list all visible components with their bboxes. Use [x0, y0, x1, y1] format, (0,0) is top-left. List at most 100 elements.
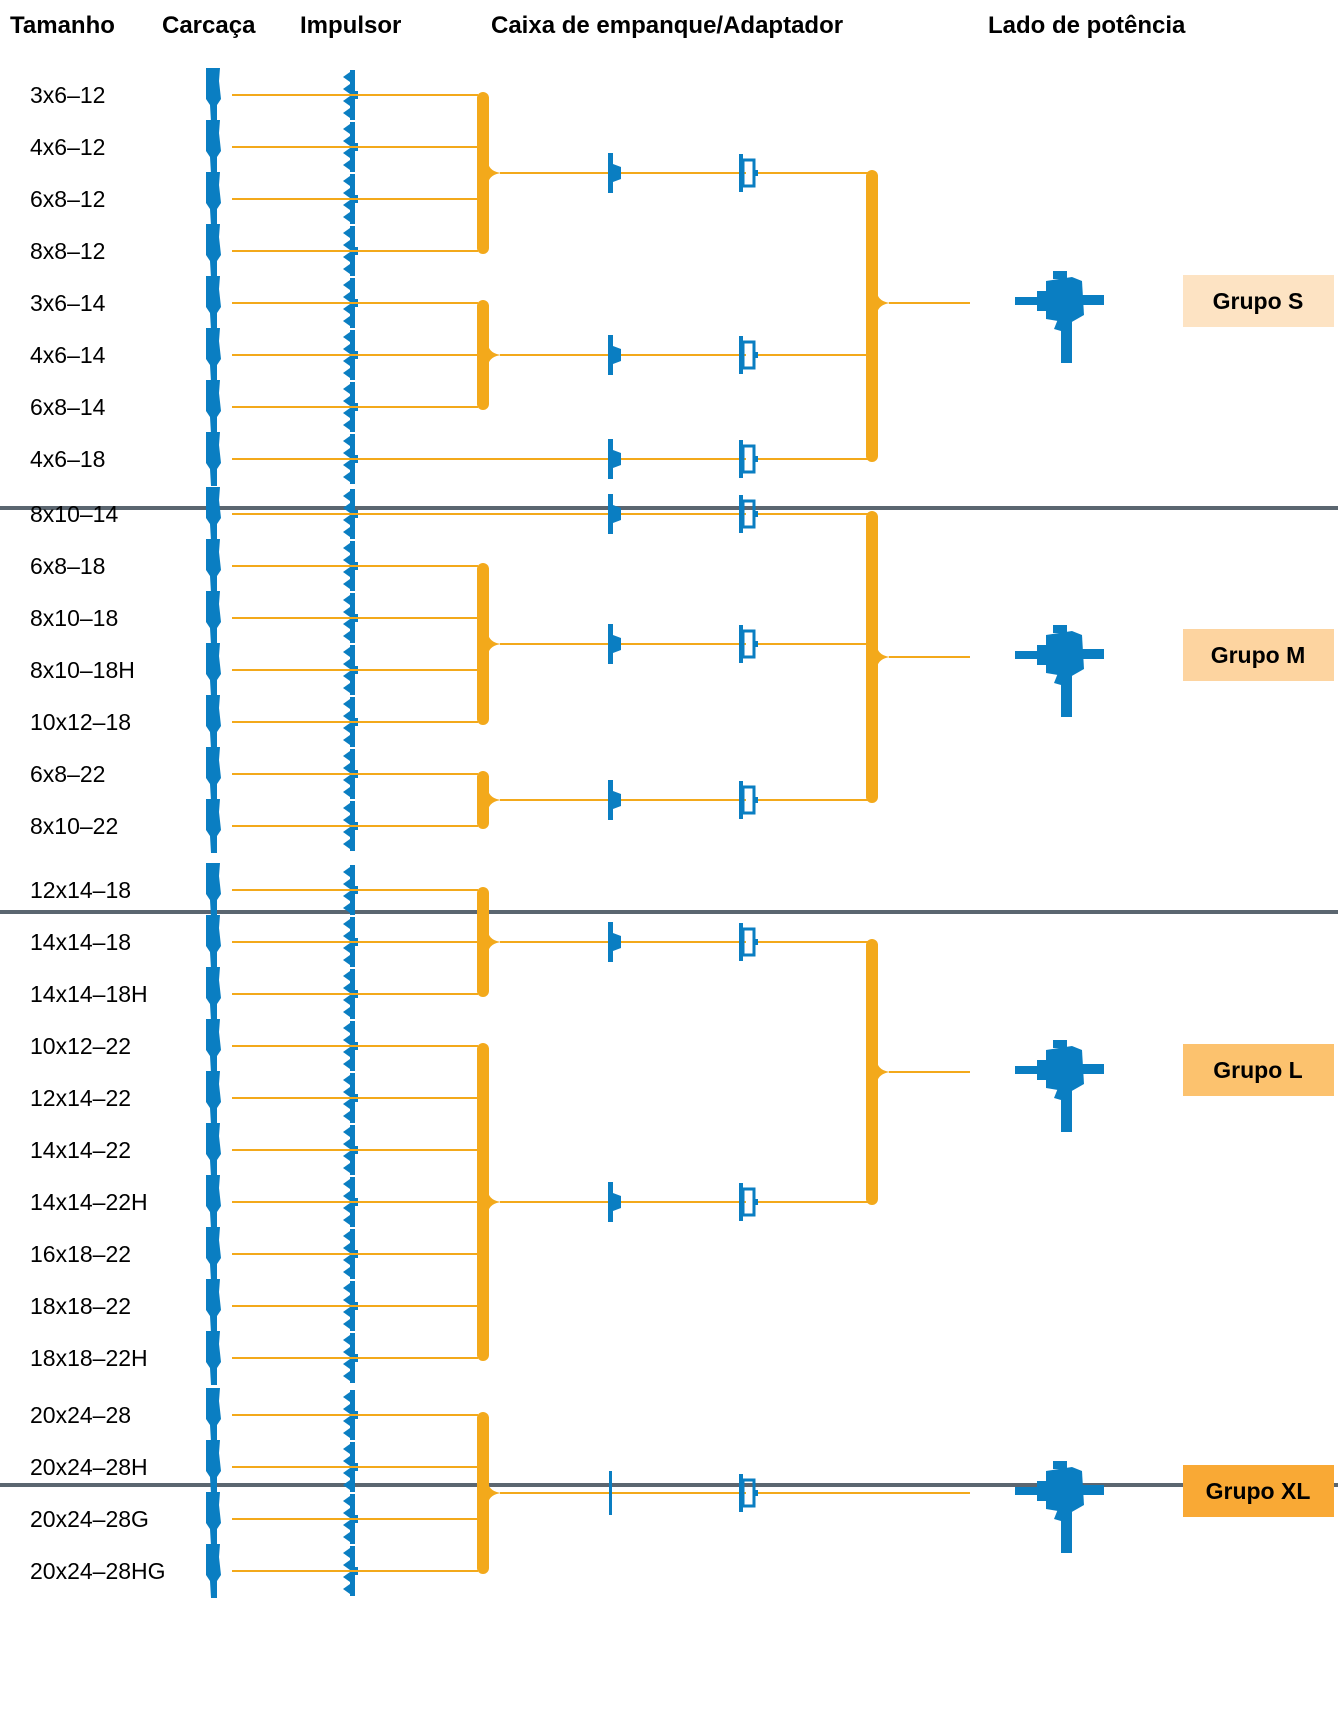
size-label: 6x8–12	[30, 186, 105, 212]
connector-bus	[866, 170, 878, 462]
connector-junction	[488, 1192, 502, 1212]
group-grupo-m: 8x10–14 6x8–18 8x10–18 8x10–18H 10x12–18 6x8–…	[30, 487, 1334, 853]
size-label: 18x18–22H	[30, 1345, 148, 1371]
group-label-box	[1183, 275, 1334, 327]
size-label: 8x10–18	[30, 605, 118, 631]
size-label: 8x10–18H	[30, 657, 135, 683]
connector-bus	[477, 1412, 489, 1574]
connector-junction	[488, 1483, 502, 1503]
connector-bus	[477, 92, 489, 254]
connector-junction	[877, 1062, 891, 1082]
casing-icon	[206, 1175, 221, 1229]
casing-icon	[206, 695, 221, 749]
size-label: 4x6–14	[30, 342, 106, 368]
size-label: 20x24–28HG	[30, 1558, 166, 1584]
size-label: 4x6–18	[30, 446, 105, 472]
casing-icon	[206, 1279, 221, 1333]
casing-icon	[206, 120, 221, 174]
connector-junction	[488, 634, 502, 654]
size-label: 4x6–12	[30, 134, 105, 160]
size-label: 14x14–18	[30, 929, 131, 955]
stuffing-box-icon	[608, 439, 621, 479]
group-divider	[0, 910, 1338, 914]
size-label: 14x14–18H	[30, 981, 148, 1007]
adapter-icon	[739, 495, 758, 533]
header-stuffing-box-adapter: Caixa de empanque/Adaptador	[491, 12, 843, 39]
casing-icon	[206, 328, 221, 382]
casing-icon	[206, 643, 221, 697]
size-label: 20x24–28H	[30, 1454, 148, 1480]
casing-icon	[206, 1227, 221, 1281]
connector-bus	[477, 771, 489, 829]
size-label: 10x12–18	[30, 709, 131, 735]
stuffing-box-icon	[608, 335, 621, 375]
group-label-box	[1183, 1044, 1334, 1096]
power-end-icon	[1015, 1040, 1104, 1132]
adapter-icon	[739, 625, 758, 663]
group-label: Grupo XL	[1206, 1478, 1311, 1504]
size-label: 14x14–22H	[30, 1189, 148, 1215]
casing-icon	[206, 1019, 221, 1073]
casing-icon	[206, 487, 221, 541]
connector-bus	[477, 887, 489, 997]
casing-icon	[206, 68, 221, 122]
group-label: Grupo L	[1213, 1057, 1302, 1083]
casing-icon	[206, 1440, 221, 1494]
casing-icon	[206, 747, 221, 801]
size-label: 6x8–22	[30, 761, 105, 787]
connector-junction	[488, 345, 502, 365]
connector-bus	[866, 511, 878, 803]
casing-icon	[206, 1388, 221, 1442]
casing-icon	[206, 276, 221, 330]
header-casing: Carcaça	[162, 12, 256, 39]
group-label-box	[1183, 1465, 1334, 1517]
power-end-icon	[1015, 625, 1104, 717]
adapter-icon	[739, 440, 758, 478]
size-label: 20x24–28G	[30, 1506, 149, 1532]
stuffing-box-icon	[608, 922, 621, 962]
adapter-icon	[739, 781, 758, 819]
size-label: 3x6–12	[30, 82, 105, 108]
adapter-icon	[739, 923, 758, 961]
casing-icon	[206, 1492, 221, 1546]
size-label: 12x14–22	[30, 1085, 131, 1111]
size-label: 12x14–18	[30, 877, 131, 903]
connector-junction	[488, 932, 502, 952]
casing-icon	[206, 172, 221, 226]
connector-junction	[877, 293, 891, 313]
adapter-icon	[739, 336, 758, 374]
connector-bus	[477, 563, 489, 725]
casing-icon	[206, 915, 221, 969]
casing-icon	[206, 1071, 221, 1125]
connector-bus	[477, 1043, 489, 1361]
stuffing-box-icon	[608, 1182, 621, 1222]
casing-icon	[206, 1544, 221, 1598]
column-headers: Tamanho Carcaça Impulsor Caixa de empanq…	[10, 12, 1186, 39]
connector-junction	[488, 163, 502, 183]
size-label: 14x14–22	[30, 1137, 131, 1163]
connector-junction	[877, 647, 891, 667]
group-grupo-l: 12x14–1814x14–1814x14–18H10x12–2212x14–2…	[30, 863, 1334, 1385]
size-label: 3x6–14	[30, 290, 106, 316]
group-divider	[0, 1483, 1338, 1487]
size-label: 8x8–12	[30, 238, 105, 264]
size-label: 6x8–18	[30, 553, 105, 579]
stuffing-box-icon	[609, 1471, 612, 1515]
group-label-box	[1183, 629, 1334, 681]
power-end-icon	[1015, 271, 1104, 363]
adapter-icon	[739, 154, 758, 192]
casing-icon	[206, 224, 221, 278]
size-label: 6x8–14	[30, 394, 106, 420]
casing-icon	[206, 432, 221, 486]
size-label: 8x10–14	[30, 501, 118, 527]
casing-icon	[206, 1331, 221, 1385]
header-power-end: Lado de potência	[988, 12, 1186, 39]
group-label: Grupo M	[1211, 642, 1306, 668]
size-label: 8x10–22	[30, 813, 118, 839]
header-impeller: Impulsor	[300, 12, 401, 39]
casing-icon	[206, 967, 221, 1021]
connector-bus	[866, 939, 878, 1205]
group-grupo-xl: 20x24–2820x24–28H20x24–28G20x24–28HGGrup…	[30, 1388, 1334, 1598]
casing-icon	[206, 539, 221, 593]
